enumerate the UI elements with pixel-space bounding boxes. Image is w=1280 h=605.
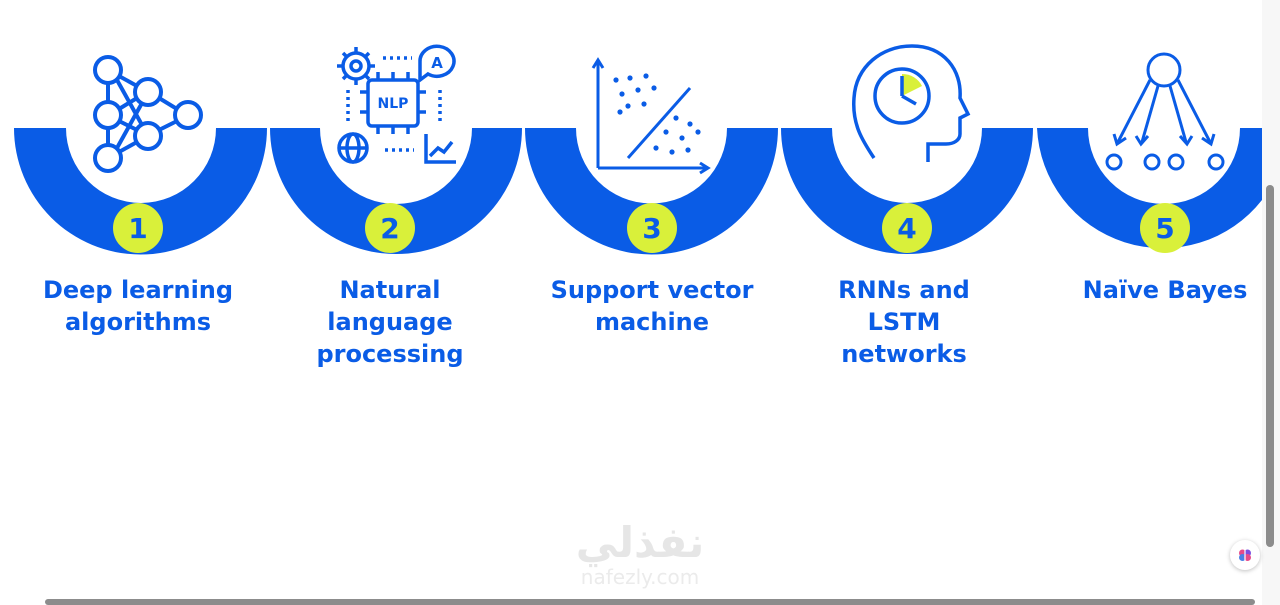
step-1-label-line: algorithms [64,308,211,336]
step-5-number: 5 [1155,212,1174,245]
step-5-arc [1037,128,1262,249]
step-3-label-line: Support vector [550,276,754,304]
step-3-number: 3 [642,212,661,245]
step-2-arc [270,128,522,254]
step-1-label: Deep learning algorithms [23,274,253,338]
brain-icon [1239,549,1251,561]
step-2-label-line: processing [316,340,464,368]
step-5-label-line: Naïve Bayes [1082,276,1248,304]
step-2-label-line: language [327,308,453,336]
step-3: 3 [525,57,778,255]
step-2-label: Natural language processing [275,274,505,370]
step-4-label-line: RNNs and [838,276,970,304]
step-4-label-line: LSTM [867,308,941,336]
step-5-badge [1140,203,1190,253]
assistant-button[interactable] [1230,540,1260,570]
horizontal-scrollbar-thumb[interactable] [45,599,1255,605]
nlp-chip-text: NLP [378,96,409,112]
head-clock-icon [852,44,971,162]
step-3-label: Support vector machine [537,274,767,338]
step-4-badge [882,203,932,253]
step-3-arc [525,128,778,255]
step-2-label-line: Natural [339,276,441,304]
step-4-arc [781,128,1033,254]
step-5: 5 [1037,52,1262,253]
step-3-label-line: machine [594,308,710,336]
nlp-chip-icon [337,44,456,164]
step-2-badge [365,203,415,253]
step-4-number: 4 [897,212,916,245]
step-5-label: Naïve Bayes [1050,274,1280,306]
neural-network-icon [93,55,203,173]
step-2: NLP A 2 [270,44,522,254]
step-1-arc [14,128,267,255]
step-2-number: 2 [380,212,399,245]
step-4-label-line: networks [841,340,967,368]
step-1-label-line: Deep learning [42,276,234,304]
step-4-label: RNNs and LSTM networks [789,274,1019,370]
step-4: 4 [781,44,1033,254]
scatter-plot-icon [591,57,711,175]
step-3-badge [627,203,677,253]
vertical-scrollbar-thumb[interactable] [1266,185,1274,547]
speech-bubble-letter: A [431,54,443,72]
probability-tree-icon [1105,52,1225,171]
step-1: 1 [14,55,267,255]
step-1-number: 1 [128,212,147,245]
step-1-badge [113,203,163,253]
